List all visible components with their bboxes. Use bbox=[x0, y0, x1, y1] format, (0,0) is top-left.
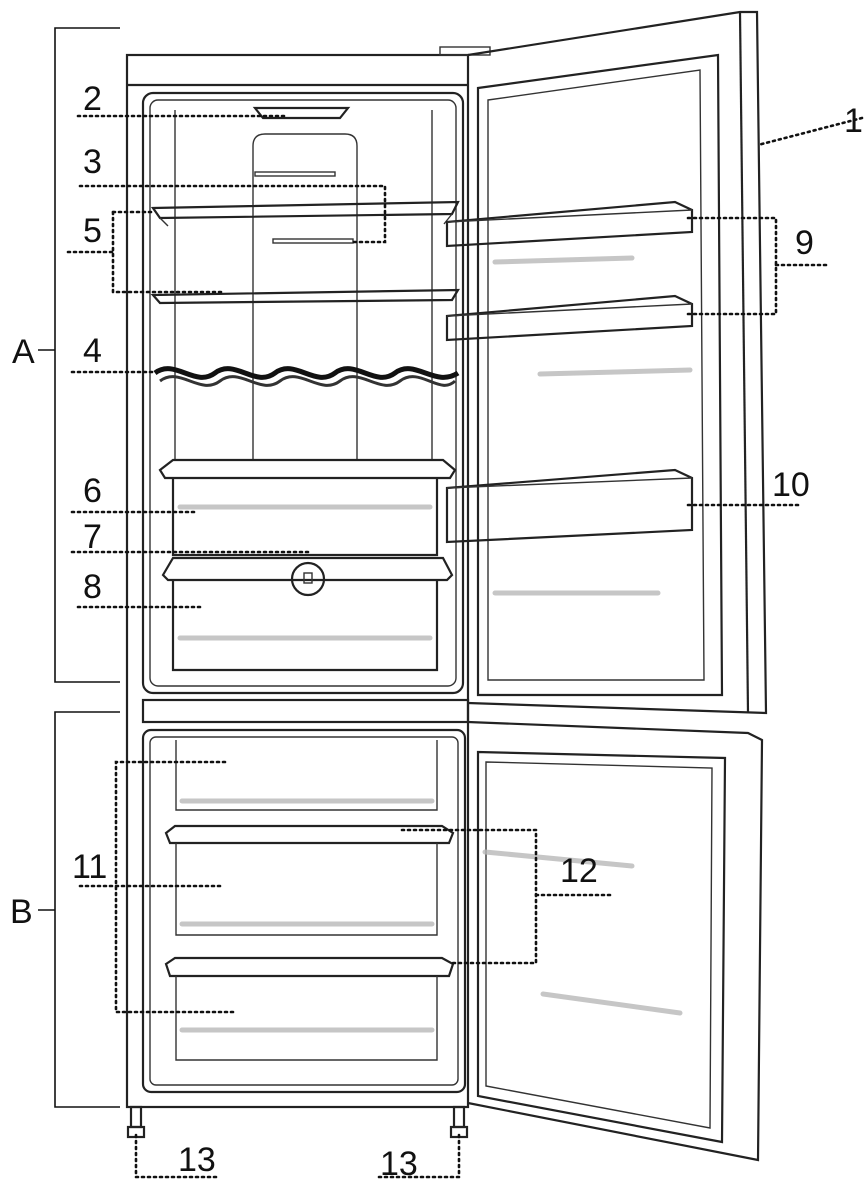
label-13-left: 13 bbox=[178, 1141, 216, 1179]
label-11: 11 bbox=[72, 848, 107, 886]
wine-rack bbox=[153, 366, 460, 387]
crisper-drawers bbox=[158, 458, 457, 672]
freezer-door bbox=[467, 720, 764, 1162]
label-13-right: 13 bbox=[380, 1145, 418, 1183]
label-8: 8 bbox=[83, 568, 102, 606]
label-3: 3 bbox=[83, 143, 102, 181]
label-6: 6 bbox=[83, 472, 102, 510]
label-9: 9 bbox=[795, 224, 814, 262]
label-1: 1 bbox=[844, 102, 863, 140]
interior-light bbox=[252, 106, 351, 120]
section-a-bracket bbox=[38, 27, 120, 683]
adjustable-feet bbox=[126, 1105, 469, 1139]
label-4: 4 bbox=[83, 332, 102, 370]
label-b: B bbox=[10, 893, 33, 931]
fridge-cabinet bbox=[125, 46, 491, 1109]
section-b-bracket bbox=[38, 711, 120, 1108]
label-12: 12 bbox=[560, 852, 598, 890]
fridge-door bbox=[467, 10, 768, 715]
glass-shelves bbox=[150, 171, 460, 305]
door-shelves bbox=[445, 200, 694, 544]
leader-lines bbox=[66, 114, 864, 1179]
label-2: 2 bbox=[83, 80, 102, 118]
label-a: A bbox=[12, 333, 35, 371]
callout-labels: 1 2 3 5 A 4 6 7 8 9 10 11 B 12 13 13 bbox=[10, 80, 863, 1183]
label-5: 5 bbox=[83, 212, 102, 250]
label-7: 7 bbox=[83, 518, 102, 556]
label-10: 10 bbox=[772, 466, 810, 504]
